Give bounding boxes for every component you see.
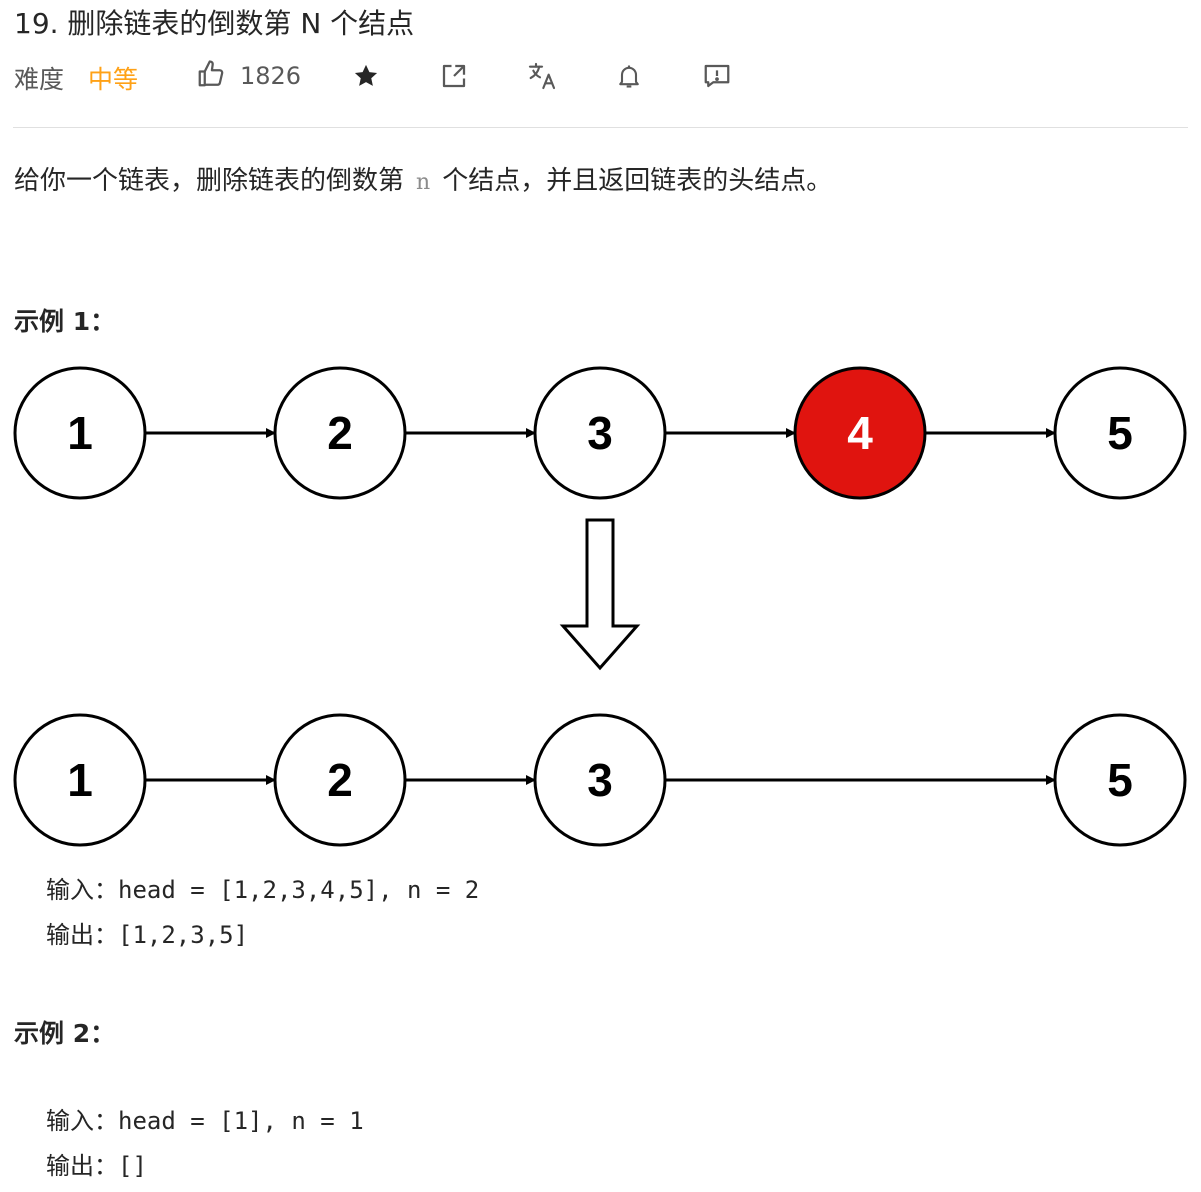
inline-code-n: n xyxy=(416,170,431,195)
output-label: 输出： xyxy=(46,921,118,949)
node-value: 2 xyxy=(327,754,353,806)
list-node: 2 xyxy=(273,366,407,500)
node-value: 5 xyxy=(1107,407,1133,459)
node-circle xyxy=(533,713,667,847)
node-circle xyxy=(13,713,147,847)
node-value: 2 xyxy=(327,407,353,459)
example-2-title: 示例 2： xyxy=(14,1019,116,1048)
example-2-input: head = [1], n = 1 xyxy=(118,1107,364,1135)
input-label: 输入： xyxy=(46,876,118,904)
header-divider xyxy=(13,127,1188,128)
node-circle xyxy=(1053,366,1187,500)
list-node: 5 xyxy=(1053,713,1187,847)
example-1-io: 输入：head = [1,2,3,4,5], n = 2 输出：[1,2,3,5… xyxy=(46,868,479,958)
removed-list-node: 4 xyxy=(793,366,927,500)
star-icon[interactable] xyxy=(350,60,382,92)
node-value: 3 xyxy=(587,754,613,806)
node-value: 4 xyxy=(847,407,873,459)
translate-icon[interactable] xyxy=(526,60,558,92)
transform-arrow xyxy=(559,518,641,671)
example-1-output: [1,2,3,5] xyxy=(118,921,249,949)
thumbs-up-icon xyxy=(196,59,226,93)
feedback-icon[interactable] xyxy=(701,60,733,92)
input-label: 输入： xyxy=(46,1107,118,1135)
node-circle xyxy=(273,366,407,500)
example-2-output: [] xyxy=(118,1152,147,1180)
difficulty-label: 难度 xyxy=(14,65,65,94)
problem-meta-bar: 难度 中等 1826 xyxy=(14,58,1194,98)
example-1-title: 示例 1： xyxy=(14,307,116,336)
like-count: 1826 xyxy=(240,62,302,90)
problem-description: 给你一个链表，删除链表的倒数第 n 个结点，并且返回链表的头结点。 xyxy=(14,160,832,197)
list-node: 2 xyxy=(273,713,407,847)
node-value: 1 xyxy=(67,407,93,459)
node-circle xyxy=(793,366,927,500)
list-node: 1 xyxy=(13,713,147,847)
node-value: 1 xyxy=(67,754,93,806)
node-circle xyxy=(1053,713,1187,847)
example-1-input: head = [1,2,3,4,5], n = 2 xyxy=(118,876,480,904)
list-before-removal: 1 2 3 4 5 xyxy=(13,366,1187,500)
description-text-after: 个结点，并且返回链表的头结点。 xyxy=(442,166,833,196)
output-label: 输出： xyxy=(46,1152,118,1180)
node-circle xyxy=(13,366,147,500)
list-node: 3 xyxy=(533,366,667,500)
node-value: 3 xyxy=(587,407,613,459)
description-text-before: 给你一个链表，删除链表的倒数第 xyxy=(14,166,405,196)
list-node: 3 xyxy=(533,713,667,847)
node-circle xyxy=(533,366,667,500)
bell-icon[interactable] xyxy=(613,60,645,92)
difficulty-badge: 中等 xyxy=(88,65,139,94)
example-2-io: 输入：head = [1], n = 1 输出：[] xyxy=(46,1099,364,1189)
linked-list-diagram: 1 2 3 4 5 1 2 3 5 xyxy=(13,366,1187,847)
list-after-removal: 1 2 3 5 xyxy=(13,713,1187,847)
share-icon[interactable] xyxy=(438,60,470,92)
node-value: 5 xyxy=(1107,754,1133,806)
like-button[interactable]: 1826 xyxy=(196,58,301,94)
list-node: 5 xyxy=(1053,366,1187,500)
list-node: 1 xyxy=(13,366,147,500)
node-circle xyxy=(273,713,407,847)
problem-title: 19. 删除链表的倒数第 N 个结点 xyxy=(14,7,415,40)
